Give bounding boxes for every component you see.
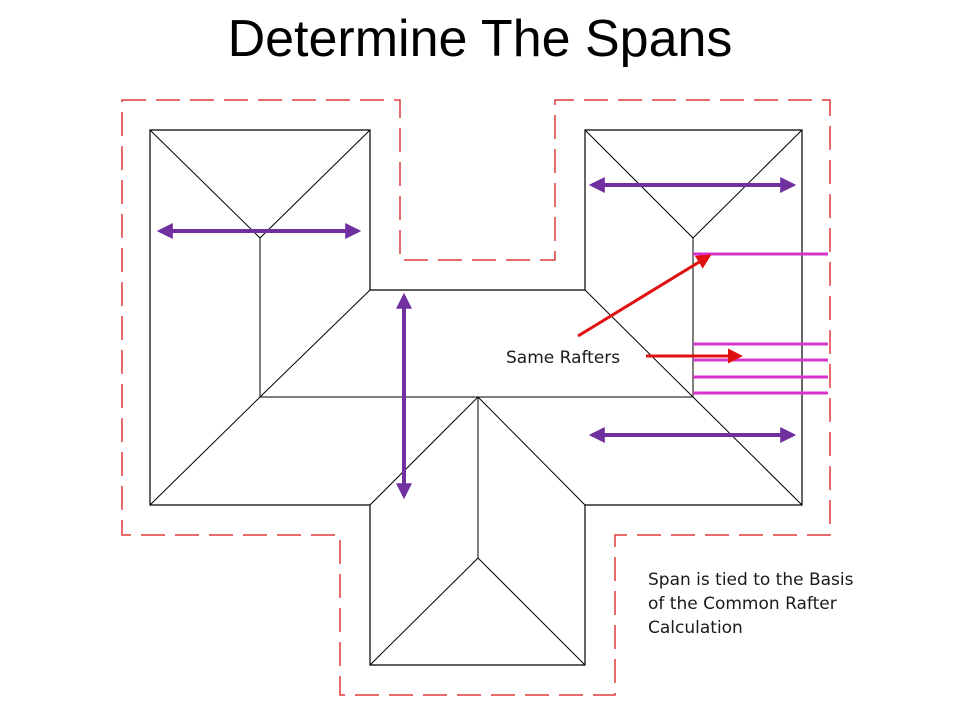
span-note: Span is tied to the Basis of the Common … (648, 568, 898, 640)
slide-title: Determine The Spans (227, 10, 733, 68)
span-note-line: Calculation (648, 618, 743, 638)
common-rafter-lines (693, 252, 828, 395)
pointer-arrow-upper (577, 254, 712, 338)
span-note-line: of the Common Rafter (648, 594, 837, 614)
same-rafters-label: Same Rafters (506, 348, 621, 368)
pointer-arrows (577, 254, 743, 364)
span-note-line: Span is tied to the Basis (648, 570, 854, 590)
span-arrows (156, 177, 797, 500)
overhang-boundary (121, 99, 831, 696)
